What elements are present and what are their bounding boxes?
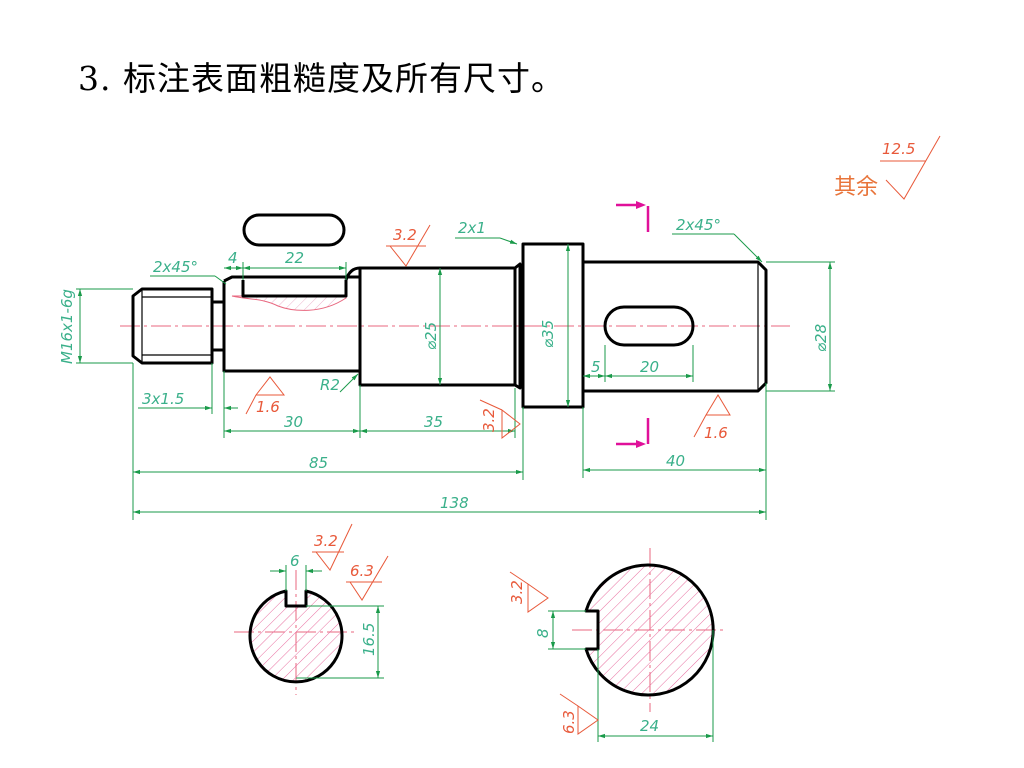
- section-view-right: 8 24 3.2 6.3: [508, 548, 726, 742]
- keyway-right: [603, 305, 695, 347]
- sect1-depth-label: 16.5: [360, 623, 378, 656]
- section-outline: [584, 563, 715, 697]
- general-roughness-value: 12.5: [882, 140, 915, 158]
- dia-35-label: ⌀35: [539, 320, 557, 348]
- len-40-label: 40: [666, 452, 685, 470]
- len-35-label: 35: [424, 413, 443, 431]
- keyway-left: [241, 280, 348, 298]
- len-138-label: 138: [440, 494, 469, 512]
- collar: [521, 242, 585, 409]
- keyway-top-view: [242, 213, 346, 247]
- undercut-label: 3x1.5: [142, 390, 184, 408]
- roughness-value: 1.6: [256, 398, 280, 416]
- section-outline: [248, 589, 344, 684]
- roughness-symbol: [386, 224, 431, 267]
- roughness-value: 3.2: [508, 580, 526, 604]
- section-dia-28: [583, 260, 768, 393]
- roughness-value: 3.2: [480, 408, 498, 432]
- len-30-label: 30: [284, 413, 303, 431]
- local-break-area: [231, 295, 347, 311]
- dia-28-label: ⌀28: [812, 324, 830, 352]
- section-markers: [616, 201, 650, 448]
- dia-25-label: ⌀25: [422, 322, 440, 350]
- keyway-offset-left-label: 4: [228, 249, 238, 267]
- radius-label: R2: [320, 376, 340, 394]
- roughness-symbol: [312, 523, 353, 571]
- fillet-r2: [344, 266, 361, 281]
- roughness-value: 1.6: [704, 424, 728, 442]
- roughness-symbol: [509, 571, 549, 613]
- sect2-dia-label: 24: [640, 717, 659, 735]
- keyway-offset-right-label: 5: [591, 358, 601, 376]
- shaft-main-view: [120, 213, 790, 409]
- keyway-len-right-label: 20: [640, 358, 659, 376]
- chamfer-right-label: 2x45°: [676, 216, 721, 234]
- roughness-value: 3.2: [393, 226, 417, 244]
- section-hatch: [586, 565, 714, 695]
- page-title: 3. 标注表面粗糙度及所有尺寸。: [78, 59, 565, 98]
- groove-2x1: [514, 262, 522, 390]
- sect2-width-label: 8: [534, 628, 552, 638]
- groove-label: 2x1: [458, 219, 486, 237]
- roughness-symbol: [346, 555, 389, 601]
- roughness-symbol: [559, 693, 599, 735]
- roughness-symbols: 其余 12.5 3.2 1.6 3.2 1.6: [245, 135, 941, 442]
- roughness-symbol-general: [880, 135, 941, 200]
- sect1-width-label: 6: [290, 552, 300, 570]
- roughness-value: 6.3: [350, 562, 374, 580]
- thread-dim-label: M16x1-6g: [58, 289, 76, 364]
- keyway-len-left-label: 22: [285, 249, 304, 267]
- roughness-value: 3.2: [314, 532, 338, 550]
- dimensions-main: M16x1-6g 2x45° 4 22 ⌀25 ⌀35 ⌀28 2x1 2x45…: [58, 216, 835, 520]
- len-85-label: 85: [309, 454, 328, 472]
- general-roughness-label: 其余: [834, 175, 878, 200]
- roughness-symbol: [245, 376, 286, 415]
- roughness-symbol: [693, 394, 731, 438]
- roughness-symbol: [479, 399, 521, 440]
- roughness-value: 6.3: [560, 710, 578, 734]
- section-hatch: [250, 591, 343, 682]
- chamfer-left-label: 2x45°: [153, 258, 198, 276]
- section-view-left: 6 16.5 3.2 6.3: [234, 523, 389, 695]
